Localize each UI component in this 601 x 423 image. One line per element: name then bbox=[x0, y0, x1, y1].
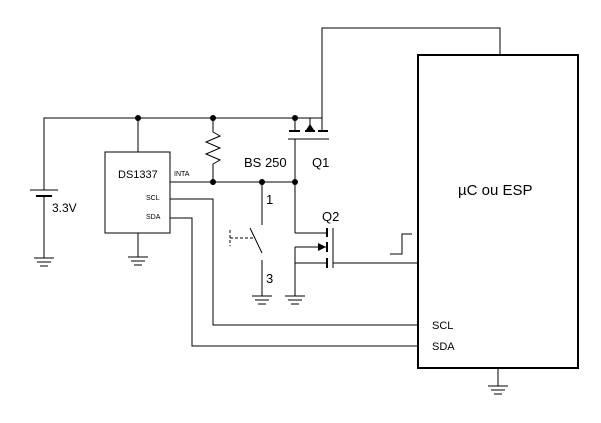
i2c-scl-line bbox=[170, 198, 418, 326]
rtc-inta-label: INTA bbox=[174, 171, 190, 178]
switch-pin1-label: 1 bbox=[266, 192, 273, 207]
battery: 3.3V bbox=[30, 189, 77, 258]
battery-voltage-label: 3.3V bbox=[52, 201, 77, 215]
ground-symbol-mcu bbox=[488, 385, 508, 395]
q2-label: Q2 bbox=[322, 209, 339, 224]
mcu-sda-label: SDA bbox=[432, 341, 455, 353]
pullup-resistor bbox=[204, 118, 222, 182]
ground-symbol-battery bbox=[34, 257, 54, 267]
microcontroller: µC ou ESP SCL SDA bbox=[417, 54, 579, 386]
rtc-chip: DS1337 INTA SCL SDA bbox=[104, 151, 190, 257]
mcu-label: µC ou ESP bbox=[458, 182, 533, 199]
transistor-q2: Q2 bbox=[294, 182, 339, 296]
mcu-scl-label: SCL bbox=[432, 320, 453, 332]
gate-drive-net bbox=[333, 233, 418, 264]
ground-symbol-rtc bbox=[128, 256, 148, 266]
push-button-switch: 1 3 bbox=[229, 182, 273, 296]
rtc-chip-label: DS1337 bbox=[118, 169, 158, 181]
ground-symbol-q2 bbox=[285, 295, 305, 305]
mcu-power-net bbox=[321, 27, 501, 118]
inta-net: BS 250 bbox=[170, 155, 298, 185]
rtc-scl-label: SCL bbox=[146, 195, 160, 202]
transistor-q1: Q1 bbox=[288, 118, 329, 182]
ground-symbol-switch bbox=[252, 295, 272, 305]
transistor-part-label: BS 250 bbox=[244, 155, 287, 170]
q1-label: Q1 bbox=[312, 155, 329, 170]
switch-pin3-label: 3 bbox=[266, 271, 273, 286]
rtc-sda-label: SDA bbox=[146, 214, 161, 221]
power-rail bbox=[43, 115, 322, 190]
i2c-sda-line bbox=[170, 217, 418, 347]
